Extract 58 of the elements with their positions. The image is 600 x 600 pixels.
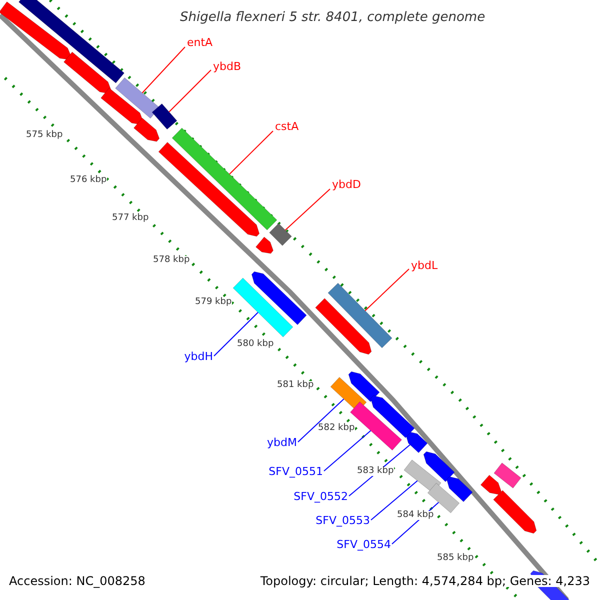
tick-label: 579 kbp (195, 298, 232, 307)
accession-text: Accession: NC_008258 (9, 575, 146, 587)
gene-label: entA (187, 37, 213, 48)
leader-line (364, 268, 410, 312)
genome-info-text: Topology: circular; Length: 4,574,284 bp; Genes: 4,233 (260, 575, 590, 587)
tick-label: 581 kbp (277, 381, 314, 390)
gene-segment (134, 118, 160, 142)
leader-line (142, 46, 186, 94)
gene-label: ybdB (213, 61, 242, 72)
gene-label: SFV_0554 (336, 539, 391, 550)
tick-label: 585 kbp (437, 554, 474, 563)
tick-label: 577 kbp (112, 214, 149, 223)
gene-segment (405, 431, 428, 453)
gene-segment (328, 282, 392, 348)
tick-label: 575 kbp (26, 131, 63, 140)
gene-segment (251, 271, 307, 325)
leader-line (168, 70, 212, 112)
gene-segment (370, 395, 415, 438)
gene-segment (100, 88, 144, 125)
gene-label: SFV_0552 (294, 491, 348, 502)
gene-segment (423, 451, 455, 482)
gene-segment (152, 103, 178, 130)
leader-line (324, 430, 372, 472)
gene-label: SFV_0553 (316, 515, 370, 526)
tick-label: 578 kbp (153, 256, 190, 265)
gene-segment (256, 236, 274, 254)
gene-segment (158, 142, 260, 237)
leader-line (284, 188, 330, 231)
gene-segment (115, 77, 160, 119)
leader-line (229, 130, 274, 175)
gene-segment (493, 490, 537, 534)
gene-label: SFV_0551 (268, 466, 323, 477)
tick-label: 582 kbp (318, 424, 355, 433)
gene-segment (494, 462, 522, 488)
gene-segment (64, 52, 112, 94)
leader-line (298, 398, 344, 442)
leader-line (214, 312, 258, 356)
gene-label: ybdH (184, 351, 213, 362)
gene-label: ybdM (267, 437, 297, 448)
gene-label: ybdL (411, 260, 438, 271)
gene-label: ybdD (332, 179, 361, 190)
gene-segment (348, 371, 380, 402)
gene-segment (269, 223, 292, 246)
gene-segment (0, 2, 72, 60)
gene-segment (18, 0, 124, 84)
gene-segment (172, 128, 278, 230)
gene-segment (404, 460, 442, 494)
gene-segment (232, 278, 294, 338)
leader-line (370, 480, 418, 520)
gene-segment (315, 298, 372, 355)
tick-label: 584 kbp (397, 511, 434, 520)
gene-label: cstA (275, 121, 299, 132)
gene-segment (480, 474, 502, 495)
tick-label: 580 kbp (237, 340, 274, 349)
tick-label: 583 kbp (357, 467, 394, 476)
gene-segment (446, 476, 473, 502)
tick-label: 576 kbp (70, 176, 107, 185)
title: Shigella flexneri 5 str. 8401, complete genome (179, 11, 486, 24)
